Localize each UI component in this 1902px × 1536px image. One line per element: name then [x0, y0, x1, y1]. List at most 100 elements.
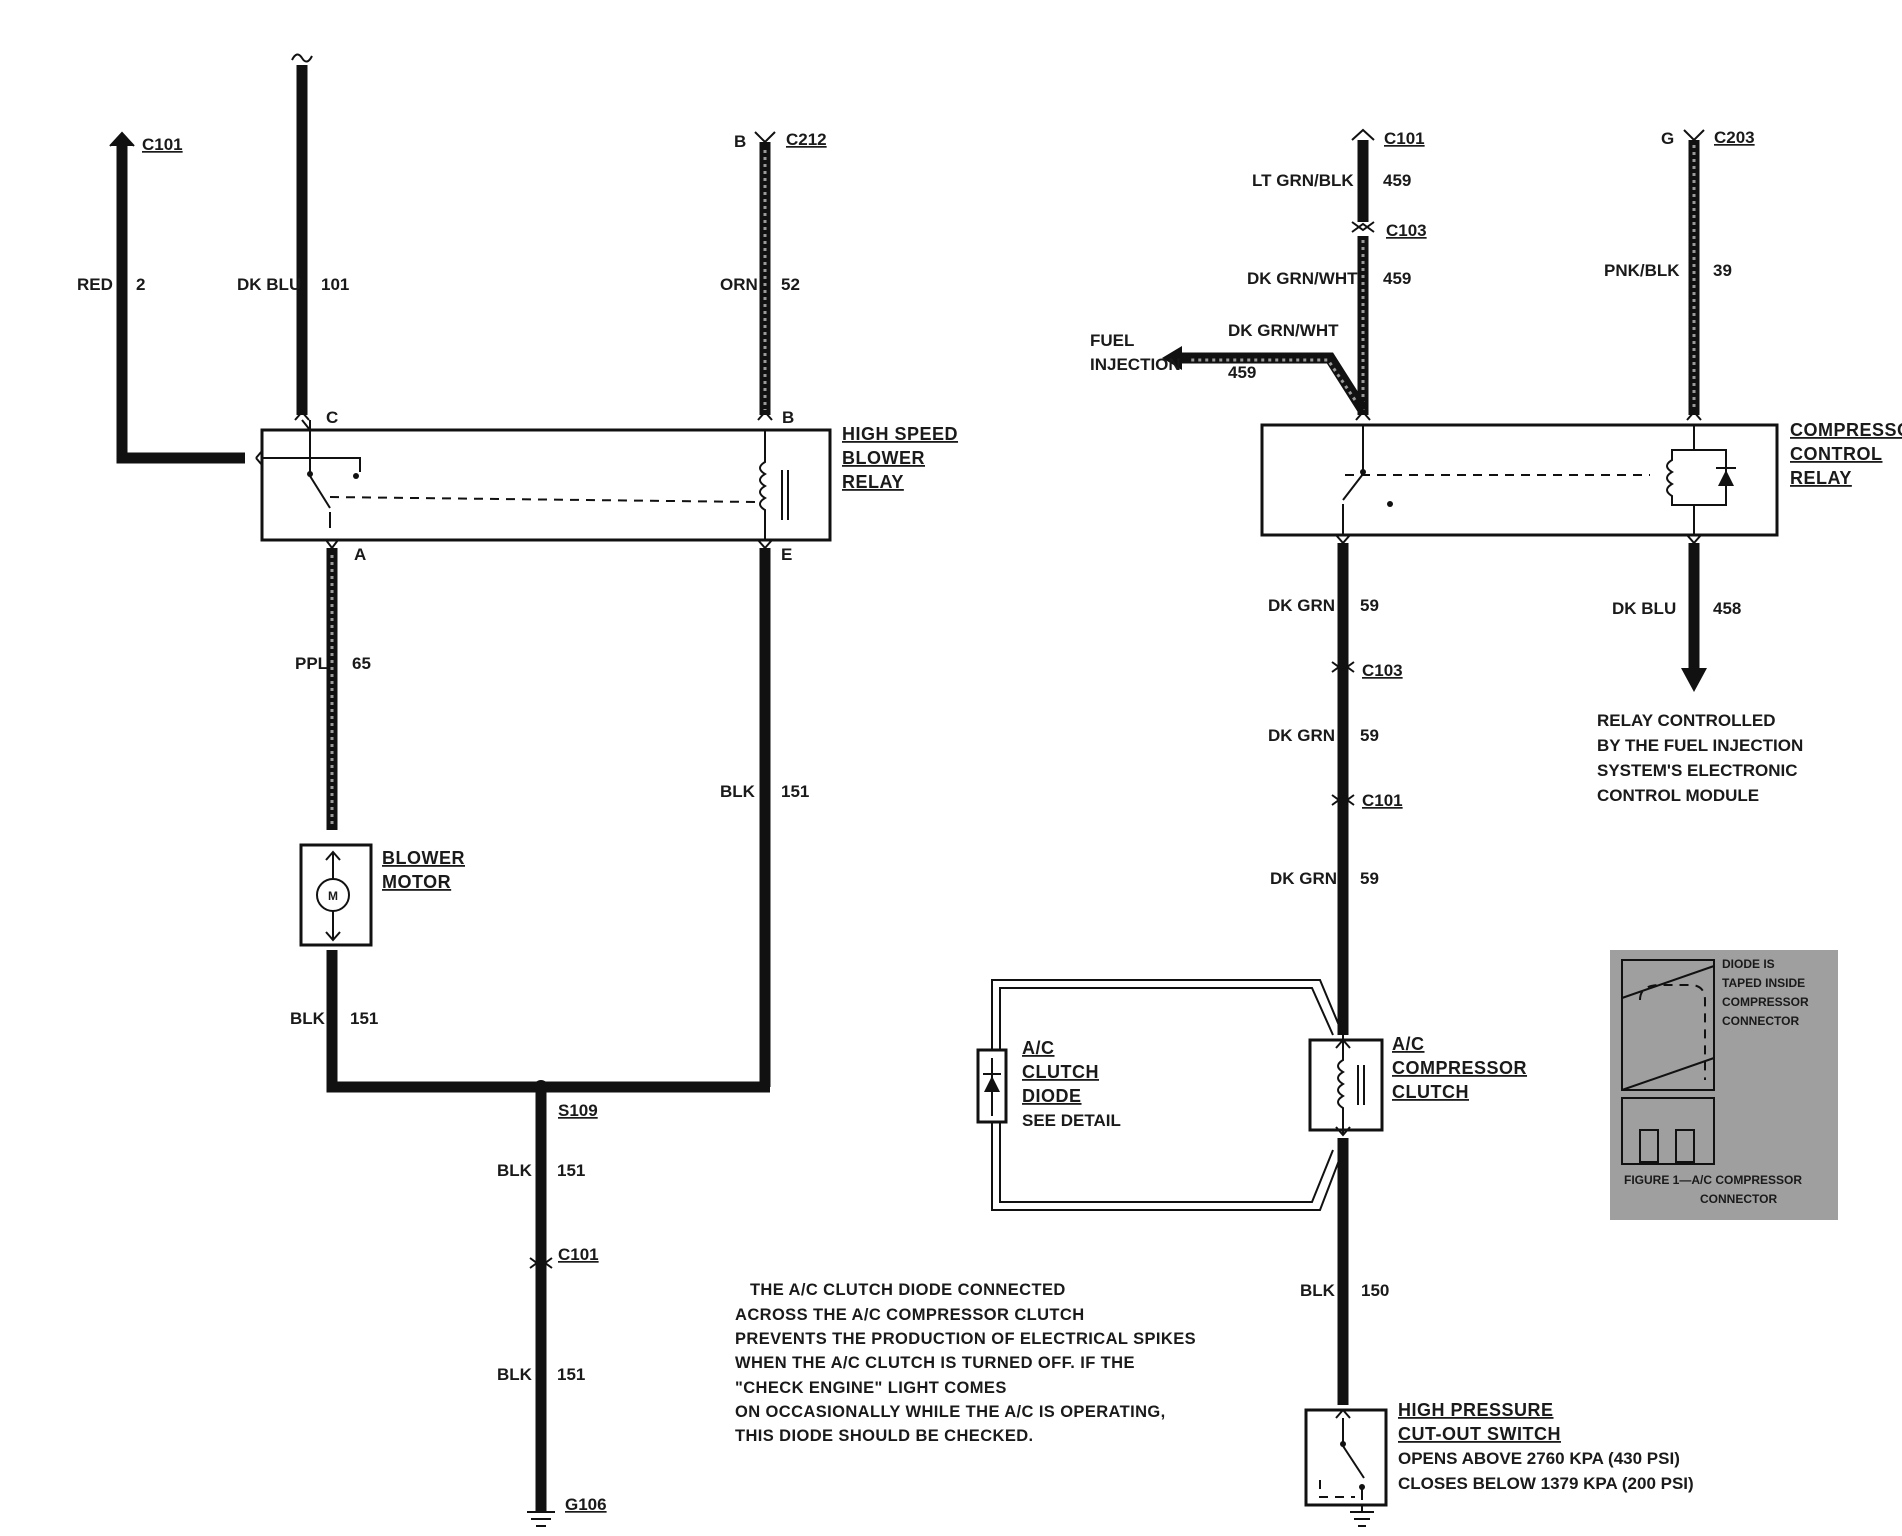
note-line3: PREVENTS THE PRODUCTION OF ELECTRICAL SP…	[735, 1330, 1196, 1348]
wire-label-blk-150: BLK	[1300, 1281, 1336, 1300]
c103-connector-mid	[1331, 661, 1355, 673]
motor-symbol: M	[328, 889, 338, 903]
pin-label-c: C	[326, 408, 338, 427]
wire-num-dkblu: 101	[321, 275, 349, 294]
detail-figure-line2: CONNECTOR	[1700, 1192, 1777, 1206]
detail-connector-body	[1621, 959, 1715, 1091]
c101-connector-mid-right	[1331, 794, 1355, 806]
clutch-title-line1: A/C	[1392, 1034, 1425, 1054]
wire-num-blk-150: 150	[1361, 1281, 1389, 1300]
relay-contact-icon-right	[1335, 410, 1702, 545]
ac-compressor-clutch	[1308, 1038, 1384, 1132]
connector-c212: C212	[786, 130, 827, 149]
note-line7: THIS DIODE SHOULD BE CHECKED.	[735, 1427, 1034, 1445]
relay-note-line2: BY THE FUEL INJECTION	[1597, 736, 1803, 755]
clutch-title-line3: CLUTCH	[1392, 1082, 1469, 1102]
connector-c103-top: C103	[1386, 221, 1427, 240]
wire-label-dkgrnwht: DK GRN/WHT	[1247, 269, 1358, 288]
comp-relay-title-line3: RELAY	[1790, 468, 1852, 488]
wire-num-blk-a: 151	[557, 1161, 585, 1180]
motor-title-line1: BLOWER	[382, 848, 465, 868]
switch-dot-2	[1359, 1484, 1365, 1490]
motor-leads	[325, 850, 341, 942]
wire-label-ltgrn: LT GRN/BLK	[1252, 171, 1354, 190]
relay-contact-dot-right-2	[1387, 501, 1393, 507]
wire-num-ppl: 65	[352, 654, 371, 673]
connector-detail-figure: DIODE IS TAPED INSIDE COMPRESSOR CONNECT…	[1610, 950, 1838, 1220]
relay-contact-dot-2	[353, 473, 359, 479]
wire-num-blk-motor: 151	[350, 1009, 378, 1028]
fuel-injection-arrow	[1162, 346, 1182, 370]
detail-caption-line1: DIODE IS	[1722, 957, 1775, 971]
wire-num-dkgrnwht: 459	[1383, 269, 1411, 288]
relay-contact-dot-right	[1360, 469, 1366, 475]
wire-fi-stripe	[1190, 358, 1357, 401]
diode-see-detail: SEE DETAIL	[1022, 1111, 1121, 1130]
high-pressure-cutout-switch	[1304, 1408, 1388, 1507]
wire-label-dkgrn-1: DK GRN	[1268, 596, 1335, 615]
diode-title-line2: CLUTCH	[1022, 1062, 1099, 1082]
c203-connector-icon	[1683, 129, 1705, 142]
detail-caption-line2: TAPED INSIDE	[1722, 976, 1805, 990]
clutch-coil-icon	[1335, 1035, 1365, 1137]
wire-label-ppl: PPL	[295, 654, 328, 673]
c101-arrow-top-right	[1351, 128, 1375, 141]
switch-contact-icon	[1335, 1408, 1365, 1500]
pin-arrows	[294, 410, 773, 550]
wire-num-blk-right: 151	[781, 782, 809, 801]
relay-contact-icon	[255, 419, 361, 528]
relay-note-line1: RELAY CONTROLLED	[1597, 711, 1776, 730]
splice-label-s109: S109	[558, 1101, 598, 1120]
relay-link-dashed	[329, 496, 756, 503]
connector-c101-mid-left: C101	[558, 1245, 599, 1264]
c212-connector-icon	[754, 131, 776, 144]
relay-note-line4: CONTROL MODULE	[1597, 786, 1759, 805]
clutch-title-line2: COMPRESSOR	[1392, 1058, 1527, 1078]
fi-wire-num: 459	[1228, 363, 1256, 382]
switch-closes: CLOSES BELOW 1379 KPA (200 PSI)	[1398, 1474, 1694, 1493]
wire-red-2	[116, 142, 245, 464]
comp-relay-title-line1: COMPRESSOR	[1790, 420, 1902, 440]
connector-c101-mid-right: C101	[1362, 791, 1403, 810]
diode-note: THE A/C CLUTCH DIODE CONNECTED ACROSS TH…	[735, 1281, 1196, 1445]
pin-label-b-top: B	[734, 132, 746, 151]
connector-c203: C203	[1714, 128, 1755, 147]
fuel-injection-label-1: FUEL	[1090, 331, 1134, 350]
detail-pin-2	[1675, 1129, 1695, 1163]
wire-fuel-injection-459	[1180, 352, 1368, 413]
wire-label-red: RED	[77, 275, 113, 294]
switch-title-line1: HIGH PRESSURE	[1398, 1400, 1554, 1420]
wire-label-blk-right: BLK	[720, 782, 756, 801]
pin-label-g: G	[1661, 129, 1674, 148]
ground-label-g106: G106	[565, 1495, 607, 1514]
note-line1: THE A/C CLUTCH DIODE CONNECTED	[735, 1281, 1066, 1299]
relay-diode-icon	[1718, 470, 1734, 486]
diode-bar-icon	[983, 1058, 1001, 1116]
wire-blk-151-motor	[326, 950, 770, 1093]
relay-title-line1: HIGH SPEED	[842, 424, 958, 444]
diode-title-line3: DIODE	[1022, 1086, 1082, 1106]
wire-num-pnkblk: 39	[1713, 261, 1732, 280]
right-circuit: C101 LT GRN/BLK 459 C103 DK GRN/WHT 459 …	[976, 128, 1902, 1527]
blower-motor	[299, 843, 373, 947]
note-line5: "CHECK ENGINE" LIGHT COMES	[735, 1379, 1007, 1397]
wire-label-blk-a: BLK	[497, 1161, 533, 1180]
detail-photo-background	[1610, 950, 1838, 1220]
c101-arrow-top-left	[109, 131, 135, 147]
wire-label-blk-b: BLK	[497, 1365, 533, 1384]
relay-title-line2: BLOWER	[842, 448, 925, 468]
ground-g106-icon	[527, 1511, 555, 1527]
fi-wire-label: DK GRN/WHT	[1228, 321, 1339, 340]
relay-coil-icon	[759, 430, 789, 540]
detail-caption-line3: COMPRESSOR	[1722, 995, 1809, 1009]
wire-num-dkgrn-2: 59	[1360, 726, 1379, 745]
wire-num-orn: 52	[781, 275, 800, 294]
wire-label-blk-motor: BLK	[290, 1009, 326, 1028]
dkblu-output-arrow	[1681, 668, 1707, 692]
fuel-injection-label-2: INJECTION	[1090, 355, 1181, 374]
note-line6: ON OCCASIONALLY WHILE THE A/C IS OPERATI…	[735, 1403, 1166, 1421]
c101-connector-mid-left	[529, 1257, 553, 1269]
wire-break-icon	[291, 53, 313, 63]
connector-c101-top-left: C101	[142, 135, 183, 154]
